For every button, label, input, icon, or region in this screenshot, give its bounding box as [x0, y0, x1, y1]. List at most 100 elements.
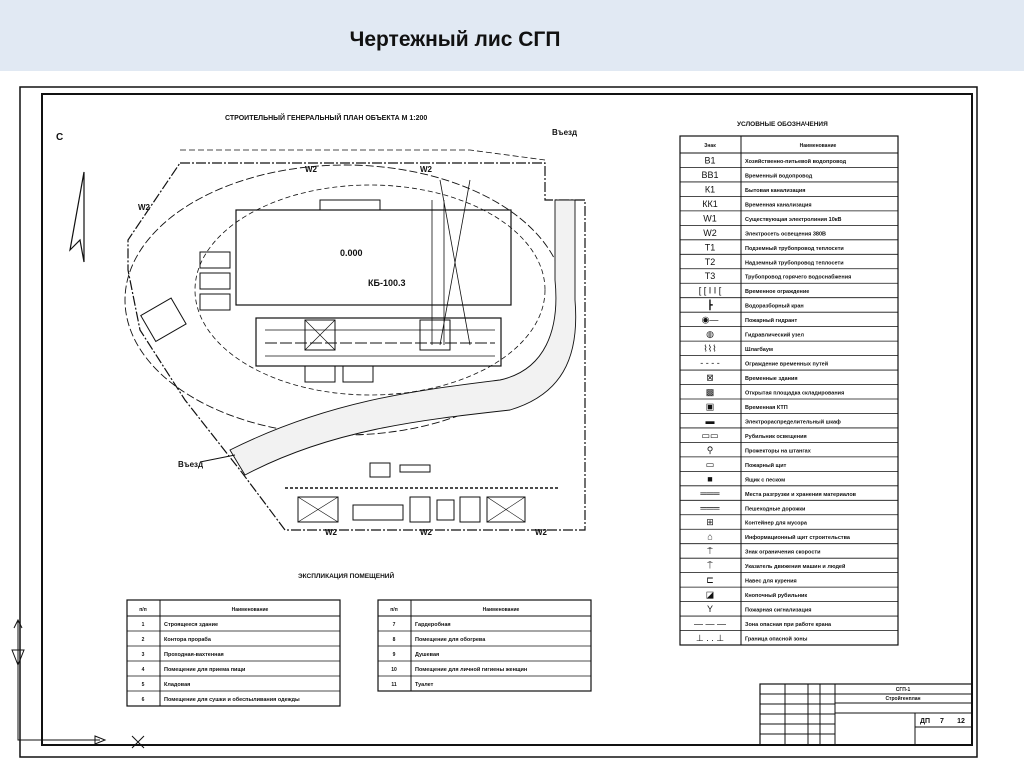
legend-row: ◉—Пожарный гидрант [680, 311, 898, 325]
temporary-fence [127, 162, 586, 531]
legend-row: ═══ Пешеходные дорожки [680, 499, 898, 513]
entry-left-label: Въезд [178, 460, 203, 469]
slide-title: Чертежный лис СГП [349, 28, 561, 51]
legend-row: ⍑ Знак ограничения скорости [680, 543, 898, 556]
legend-label: Гидравлический узел [745, 332, 804, 339]
legend-row: [ [ I I [ Временное ограждение [680, 282, 898, 296]
explication-num: 3 [142, 652, 145, 658]
legend-symbol-icon: ◪ [706, 590, 715, 600]
north-label: С [56, 132, 63, 143]
legend-row: ▭Пожарный щит [680, 456, 898, 469]
legend-symbol-icon: - - - - [700, 358, 720, 368]
legend-row: ⌇⌇⌇Шлагбаум [680, 340, 898, 354]
plan-title: СТРОИТЕЛЬНЫЙ ГЕНЕРАЛЬНЫЙ ПЛАН ОБЪЕКТА М … [225, 113, 427, 122]
explication-name: Помещение для личной гигиены женщин [415, 666, 527, 673]
entry-top-label: Въезд [552, 128, 577, 137]
north-arrow-icon [69, 171, 85, 263]
legend-symbol-icon: ■ [707, 474, 712, 484]
legend-symbol-icon: [ [ I I [ [699, 286, 722, 296]
storage-area [319, 199, 381, 211]
legend-label: Граница опасной зоны [745, 636, 808, 643]
legend-row: ⊥ . . ⊥Граница опасной зоны [680, 630, 898, 643]
legend-label: Временная КТП [745, 405, 788, 411]
legend-row: ⍑Указатель движения машин и людей [680, 557, 898, 571]
legend-symbol-icon: W2 [703, 228, 717, 238]
legend-label: Водоразборный кран [745, 303, 804, 310]
crane-icon [304, 319, 336, 351]
legend-label: Пожарная сигнализация [745, 608, 811, 614]
line-label: W2 [420, 165, 433, 174]
legend-label: Электросеть освещения 380В [745, 231, 826, 237]
explication-name: Душевая [415, 652, 439, 658]
site-plan: СТРОИТЕЛЬНЫЙ ГЕНЕРАЛЬНЫЙ ПЛАН ОБЪЕКТА М … [56, 113, 586, 537]
legend-label: Информационный щит строительства [745, 534, 851, 541]
explication-title: ЭКСПЛИКАЦИЯ ПОМЕЩЕНИЙ [298, 571, 394, 580]
legend-label: Пешеходные дорожки [745, 506, 805, 512]
legend-row: Y Пожарная сигнализация [680, 601, 898, 614]
legend-label: Открытая площадка складирования [745, 391, 844, 397]
legend-label: Временная канализация [745, 202, 812, 208]
line-label: W2 [420, 528, 433, 537]
sheet-count: 12 [957, 718, 965, 725]
temp-building [199, 272, 231, 290]
legend-symbol-icon: ⊞ [706, 517, 714, 527]
legend-symbol-icon: ⍑ [707, 561, 713, 571]
crane-reach-zone [194, 184, 546, 396]
line-label: W2 [325, 528, 338, 537]
explication-name: Помещение для сушки и обеспыливания одеж… [164, 696, 300, 703]
legend-symbol-icon: ┣ [707, 299, 713, 311]
legend-row: ⊏ Навес для курения [680, 572, 898, 585]
legend-row: ⌂Информационный щит строительства [680, 528, 898, 542]
explication-name: Помещение для обогрева [415, 636, 486, 643]
explication-name: Контора прораба [164, 636, 212, 643]
temporary-road [229, 199, 577, 476]
legend-symbol-icon: ⍑ [707, 546, 713, 556]
legend-title: УСЛОВНЫЕ ОБОЗНАЧЕНИЯ [737, 121, 828, 128]
stage: ДП [920, 718, 930, 725]
legend-symbol-icon: Y [707, 604, 713, 614]
legend-symbol-icon: ═══ [699, 503, 720, 513]
legend-symbol-icon: К1 [705, 184, 715, 194]
legend-row: - - - -Ограждение временных путей [680, 355, 898, 368]
legend-label: Надземный трубопровод теплосети [745, 259, 844, 266]
explication-name: Помещение для приема пищи [164, 667, 245, 673]
explication-num: 11 [391, 682, 397, 688]
temp-building [199, 293, 231, 311]
legend-label: Бытовая канализация [745, 188, 806, 194]
explication-num: 1 [142, 622, 145, 628]
legend-label: Знак ограничения скорости [745, 550, 820, 556]
explication-num: 2 [142, 637, 145, 643]
explication-name: Туалет [415, 682, 434, 688]
legend-symbol-icon: ⊏ [706, 575, 714, 585]
legend-row: ◪Кнопочный рубильник [680, 586, 898, 600]
sheet-number: 7 [940, 718, 944, 725]
line-label: W2 [535, 528, 548, 537]
power-line-w2 [180, 149, 546, 161]
explication-num: 9 [393, 652, 396, 658]
temp-building [199, 251, 231, 269]
legend-label: Хозяйственно-питьевой водопровод [745, 158, 847, 165]
legend-symbol-icon: ⚲ [707, 445, 714, 455]
legend-symbol-icon: W1 [703, 213, 717, 223]
temp-buildings-row [297, 462, 526, 523]
entry-arrow-icon [199, 454, 236, 463]
legend-label: Временное ограждение [745, 289, 809, 295]
legend-row: ═══Места разгрузки и хранения материалов [680, 485, 898, 498]
legend-symbol-icon: ▭ [706, 459, 715, 469]
crane-label: КБ-100.3 [368, 278, 405, 288]
legend-label: Навес для курения [745, 579, 797, 585]
legend-symbol-icon: — — — [694, 619, 726, 629]
explication-num: 8 [393, 637, 396, 643]
legend-label: Пожарный гидрант [745, 317, 797, 324]
legend-symbol-icon: ▭▭ [701, 430, 718, 440]
legend-row: W2 Электросеть освещения 380В [680, 224, 898, 238]
explication-num: 10 [391, 667, 397, 673]
gate [140, 297, 187, 343]
